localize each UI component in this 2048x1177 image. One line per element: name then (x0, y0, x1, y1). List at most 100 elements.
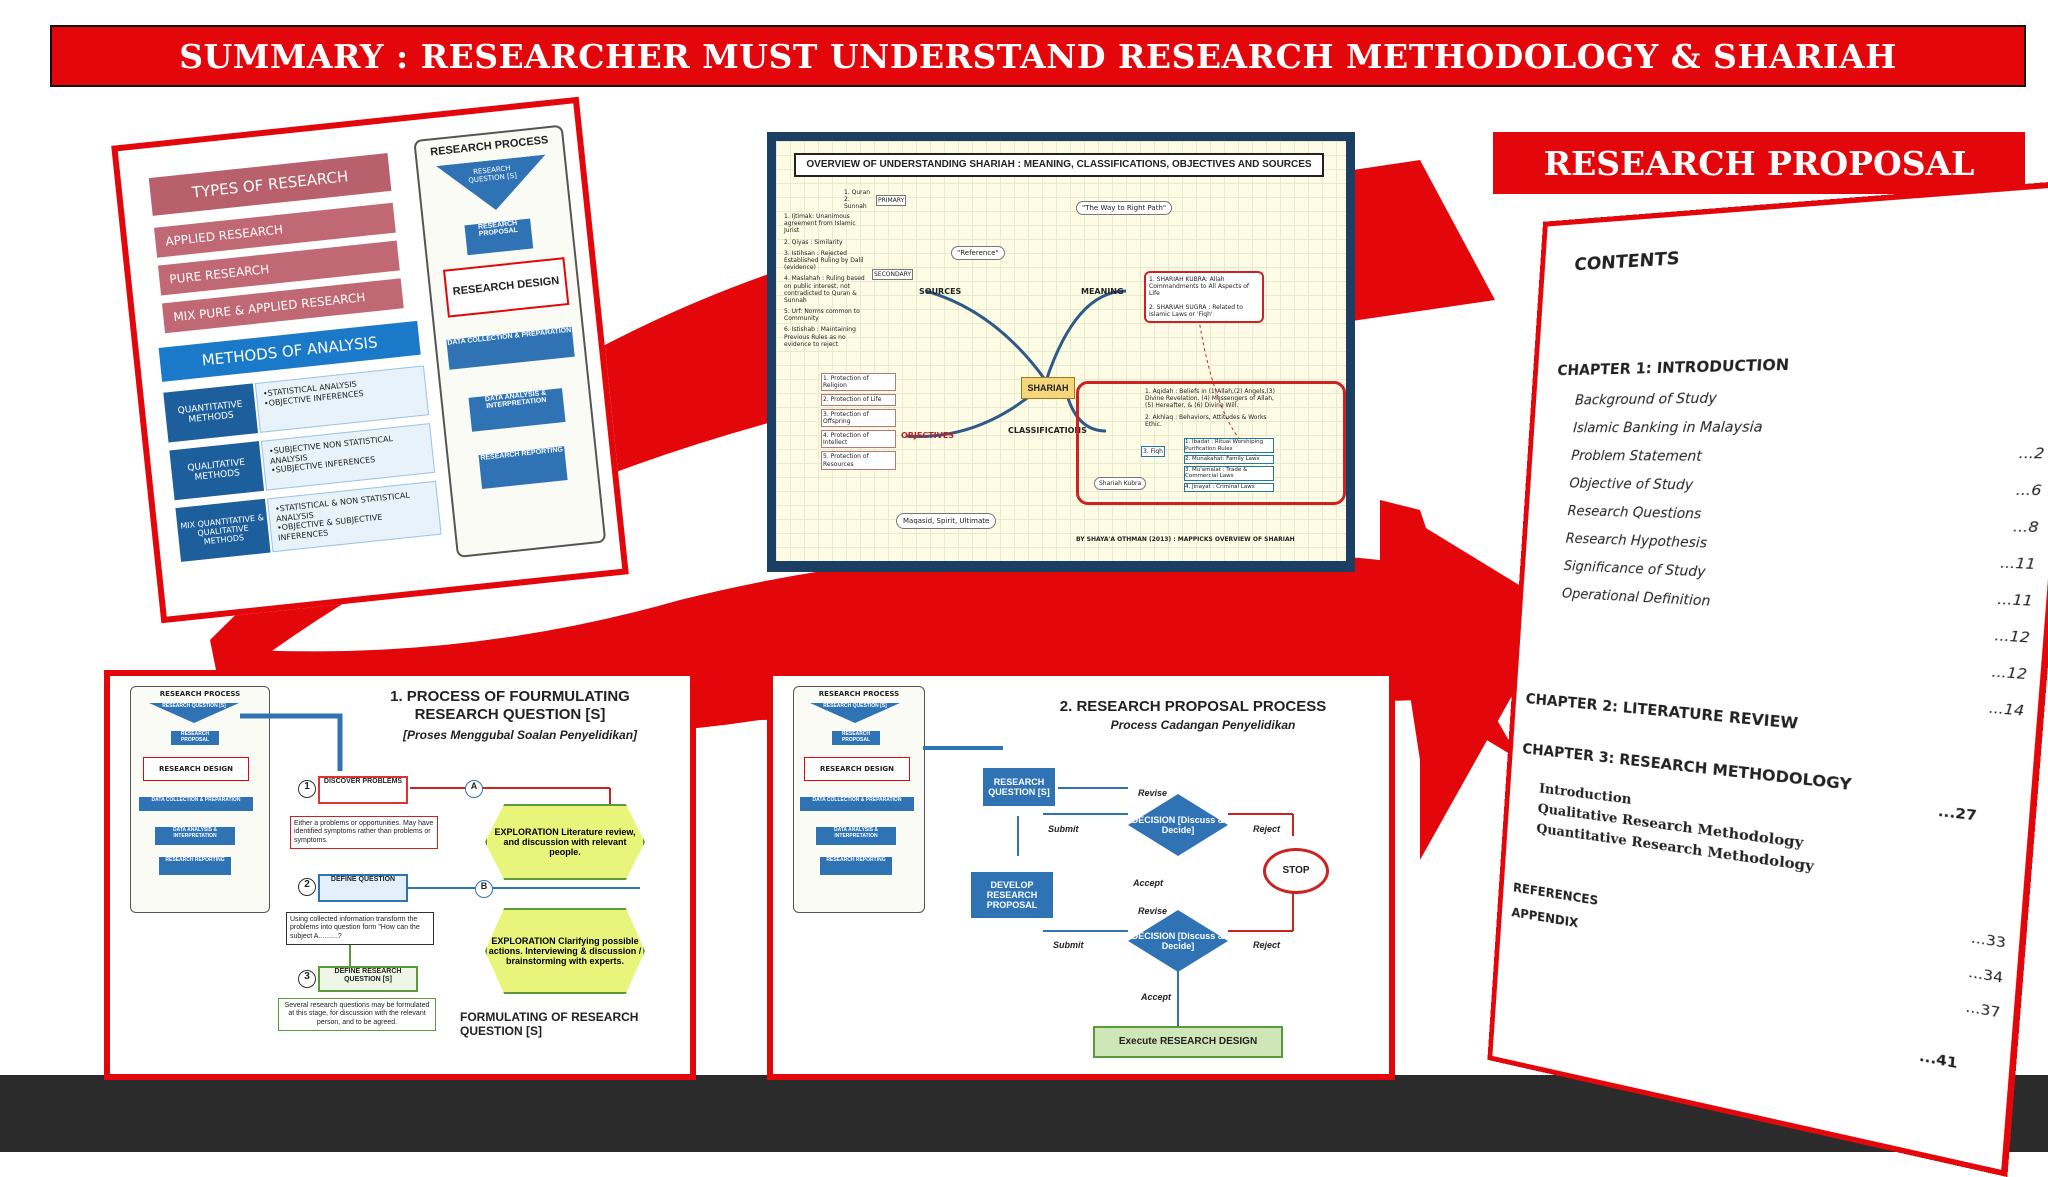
contents-page: CONTENTS CHAPTER 1: INTRODUCTION Backgro… (1487, 179, 2048, 1177)
research-proposal-text: RESEARCH PROPOSAL (1544, 144, 1975, 183)
reference-note: "Reference" (951, 246, 1005, 260)
primary-list: 1. Quran 2. Sunnah (844, 189, 872, 211)
banner-title: SUMMARY : RESEARCHER MUST UNDERSTAND RES… (179, 37, 1897, 76)
branch-sources: SOURCES (919, 287, 961, 297)
research-question-card: RESEARCH PROCESS RESEARCH QUESTION [S] R… (104, 670, 696, 1080)
chapter2-heading: CHAPTER 2: LITERATURE REVIEW (1525, 691, 1798, 733)
step1-number: 1 (298, 780, 316, 798)
meaning-item: 1. SHARIAH KUBRA: Allah Commandments to … (1149, 276, 1259, 298)
process-step: RESEARCH PROPOSAL (464, 218, 533, 255)
submit-label-2: Submit (1053, 940, 1084, 951)
secondary-item: 5. Urf: Norms common to Community (784, 308, 872, 322)
step1-note: Either a problems or opportunities. May … (290, 816, 438, 849)
fiqh-item: 3. Mu'amalat : Trade & Commercial Laws (1184, 466, 1274, 481)
branch-objectives: OBJECTIVES (901, 431, 954, 441)
secondary-item: 2. Qiyas : Similarity (784, 239, 872, 246)
chapter1-item: Background of Study (1574, 386, 2010, 421)
proposal-process-card: RESEARCH PROCESS RESEARCH QUESTION [S] R… (767, 670, 1395, 1080)
page-number: ...11 (1952, 589, 2033, 629)
chapter1-item: Islamic Banking in Malaysia (1572, 418, 2007, 450)
method-quantitative: QUANTITATIVE METHODS (163, 383, 258, 442)
shariah-map-canvas: OVERVIEW OF UNDERSTANDING SHARIAH : MEAN… (776, 141, 1346, 561)
objective-item: 2. Protection of Life (821, 394, 896, 405)
maqasid-note: Maqasid, Spirit, Ultimate (896, 513, 996, 529)
step2-number: 2 (298, 878, 316, 896)
objective-item: 4. Protection of Intellect (821, 430, 896, 448)
secondary-item: 4. Maslahah : Ruling based on public int… (784, 275, 872, 304)
meaning-item: 2. SHARIAH SUGRA : Related to Islamic La… (1149, 304, 1259, 318)
step3-box: DEFINE RESEARCH QUESTION [S] (318, 966, 418, 992)
reject-label-2: Reject (1253, 940, 1280, 951)
primary-item: 1. Quran (844, 189, 872, 196)
research-proposal-label: RESEARCH PROPOSAL (1493, 132, 2025, 194)
fiqh-item: 1. Ibadat : Ritual Worshiping Purificati… (1184, 438, 1274, 453)
marker-a: A (465, 780, 483, 798)
shariah-map-card: OVERVIEW OF UNDERSTANDING SHARIAH : MEAN… (767, 132, 1355, 572)
chapter3-list: Introduction Qualitative Research Method… (1536, 781, 1887, 891)
research-process-scroll: RESEARCH PROCESS RESEARCH QUESTION [S] R… (413, 125, 606, 558)
exploration-a: EXPLORATION Literature review, and discu… (485, 804, 645, 880)
develop-box: DEVELOP RESEARCH PROPOSAL (971, 872, 1053, 918)
meaning-list: 1. SHARIAH KUBRA: Allah Commandments to … (1144, 271, 1264, 323)
page-number: ...12 (1950, 625, 2031, 666)
method-qualitative: QUALITATIVE METHODS (169, 441, 264, 500)
step2-note: Using collected information transform th… (286, 912, 434, 945)
fiqh-item: 2. Munakahat: Family Laws (1184, 455, 1274, 464)
types-of-research-card: TYPES OF RESEARCH APPLIED RESEARCH PURE … (111, 97, 629, 623)
summary-banner: SUMMARY : RESEARCHER MUST UNDERSTAND RES… (50, 25, 2026, 87)
method-qualitative-notes: •SUBJECTIVE NON STATISTICAL ANALYSIS •SU… (261, 423, 435, 490)
step3-note: Several research questions may be formul… (278, 998, 436, 1031)
classification-item: 1. Aqidah : Beliefs in (1)Allah,(2) Ange… (1145, 388, 1275, 410)
appendix-page: ...41 (1919, 1048, 1959, 1071)
references-heading: REFERENCES (1513, 880, 1599, 908)
way-note: "The Way to Right Path" (1076, 201, 1172, 215)
page-number: ...11 (1955, 553, 2036, 593)
secondary-label: SECONDARY (872, 269, 913, 280)
chapter1-list: Background of Study Islamic Banking in M… (1561, 386, 2010, 640)
reject-label: Reject (1253, 824, 1280, 835)
objectives-list: 1. Protection of Religion 2. Protection … (821, 373, 896, 470)
revise-label: Revise (1138, 788, 1167, 799)
revise-label-2: Revise (1138, 906, 1167, 917)
accept-label-2: Accept (1141, 992, 1171, 1003)
fiqh-item: 4. Jinayat : Criminal Laws (1184, 483, 1274, 492)
branch-meaning: MEANING (1081, 287, 1124, 297)
primary-item: 2. Sunnah (844, 196, 872, 210)
page-number: ...8 (1958, 517, 2039, 556)
secondary-item: 1. Ijtimak: Unanimous agreement from Isl… (784, 213, 872, 235)
process-step-design-box: RESEARCH DESIGN (443, 257, 569, 317)
question-card-footer: FORMULATING OF RESEARCH QUESTION [S] (460, 1010, 660, 1039)
page-number: ...2 (1963, 445, 2045, 482)
objective-item: 3. Protection of Offspring (821, 409, 896, 427)
classification-item: 2. Akhlaq : Behaviors, Attitudes & Works… (1145, 414, 1275, 428)
page-number: ...6 (1961, 481, 2043, 519)
page-number: ...14 (1944, 696, 2025, 739)
marker-b: B (475, 880, 493, 898)
execute-box: Execute RESEARCH DESIGN (1093, 1026, 1283, 1058)
process-step: DATA ANALYSIS & INTERPRETATION (469, 388, 566, 432)
exploration-b: EXPLORATION Clarifying possible actions.… (485, 908, 645, 994)
step2-box: DEFINE QUESTION (318, 874, 408, 902)
shariah-center-node: SHARIAH (1021, 377, 1075, 399)
process-step: RESEARCH REPORTING (479, 446, 568, 489)
chapter3-page: ...27 (1937, 803, 1977, 824)
fiqh-list: 1. Ibadat : Ritual Worshiping Purificati… (1184, 438, 1274, 492)
stop-sign: STOP (1263, 848, 1329, 894)
shariah-credit: BY SHAYA'A OTHMAN (2013) : MAPPICKS OVER… (1076, 536, 1295, 543)
chapter1-heading: CHAPTER 1: INTRODUCTION (1557, 357, 1790, 380)
secondary-item: 3. Istihsan : Rejected Established Rulin… (784, 250, 872, 272)
method-mix-notes: •STATISTICAL & NON STATISTICAL ANALYSIS … (267, 481, 442, 552)
primary-label: PRIMARY (876, 195, 906, 206)
step3-number: 3 (298, 970, 316, 988)
appendix-heading: APPENDIX (1511, 905, 1579, 930)
kubra-note: Shariah Kubra (1094, 477, 1146, 490)
secondary-item: 6. Istishab : Maintaining Previous Rules… (784, 326, 872, 348)
contents-title: CONTENTS (1574, 248, 1681, 275)
method-mix: MIX QUANTITATIVE & QUALITATIVE METHODS (175, 499, 270, 562)
objective-item: 5. Protection of Resources (821, 451, 896, 469)
process-step: RESEARCH DESIGN (452, 275, 560, 299)
process-step: DATA COLLECTION & PREPARATION (446, 327, 574, 370)
secondary-list: 1. Ijtimak: Unanimous agreement from Isl… (784, 213, 872, 348)
method-quantitative-notes: •STATISTICAL ANALYSIS •OBJECTIVE INFEREN… (255, 365, 429, 432)
chapter3-pages: ...33 ...34 ...37 (1922, 923, 2007, 1039)
